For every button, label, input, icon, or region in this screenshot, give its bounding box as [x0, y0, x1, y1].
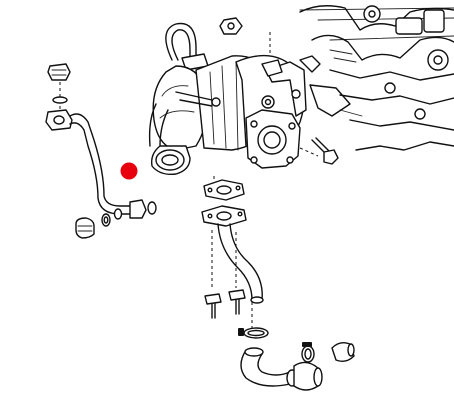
turbocharger	[148, 22, 307, 176]
oil-drain-tube	[201, 205, 264, 304]
top-nut	[219, 17, 243, 35]
flange-bolts	[204, 289, 246, 319]
oil-feed-line	[45, 63, 157, 239]
engine-block	[299, 5, 454, 151]
hose-clamp-upper	[238, 327, 269, 339]
hose-clamps-lower	[301, 341, 355, 363]
stud-bolt-right	[311, 137, 339, 165]
lower-hose-elbow	[240, 347, 323, 391]
highlight-marker-dot	[120, 162, 138, 180]
gasket	[203, 179, 245, 201]
